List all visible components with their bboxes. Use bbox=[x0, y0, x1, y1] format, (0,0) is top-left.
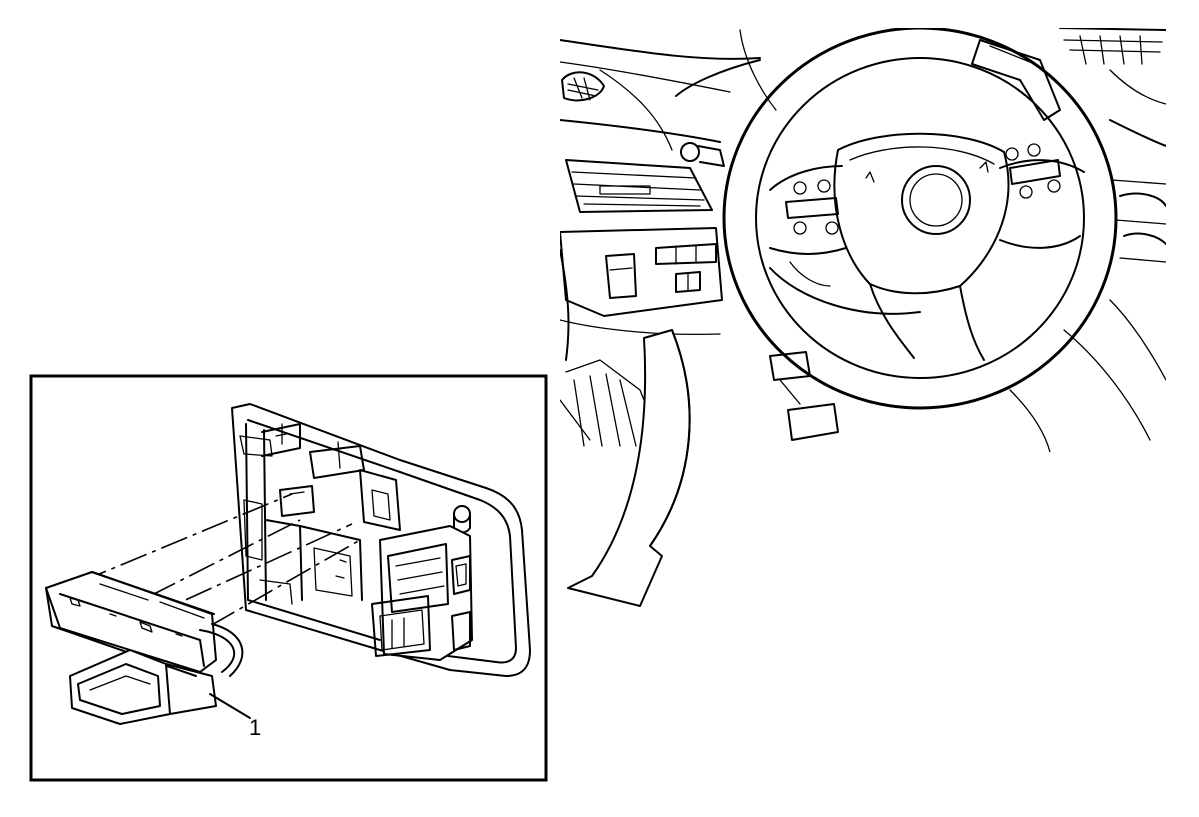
callout-label-1: 1 bbox=[249, 715, 262, 740]
detail-inset bbox=[29, 374, 548, 782]
callout-leader-1 bbox=[209, 693, 251, 719]
curved-arrow-icon bbox=[567, 329, 691, 607]
removed-switch-module bbox=[45, 571, 244, 725]
switch-module-icon bbox=[231, 403, 531, 677]
vehicle-interior-view bbox=[560, 28, 1166, 452]
steering-wheel-icon bbox=[722, 28, 1118, 410]
